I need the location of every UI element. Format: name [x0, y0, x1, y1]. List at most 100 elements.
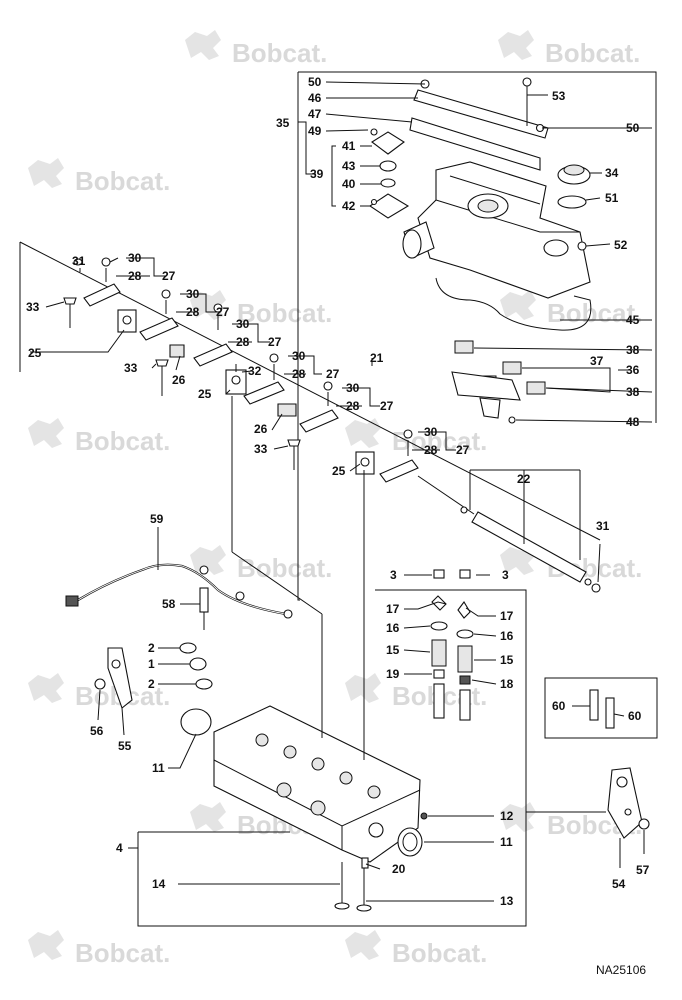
spring-retainer	[456, 629, 474, 639]
stem-seal	[459, 675, 471, 685]
watermark-text: Bobcat.	[232, 38, 327, 68]
callout-31: 31	[72, 254, 86, 268]
callout-28: 28	[236, 335, 250, 349]
snap-ring	[73, 258, 83, 266]
breather-valve	[379, 160, 397, 172]
callout-27: 27	[216, 305, 230, 319]
frame-valve-box	[137, 589, 527, 927]
rocker-shaft	[471, 511, 587, 583]
nut-icon	[403, 429, 413, 439]
bolt-icon	[522, 77, 532, 87]
callout-30: 30	[186, 287, 200, 301]
callout-58: 58	[162, 597, 176, 611]
callout-28: 28	[128, 269, 142, 283]
rocker-arm	[139, 317, 179, 341]
watermark-text: Bobcat.	[392, 938, 487, 968]
port-icon	[310, 800, 326, 816]
support-hole	[231, 375, 241, 385]
watermark-text: Bobcat.	[547, 298, 642, 328]
callout-48: 48	[626, 415, 640, 429]
callout-45: 45	[626, 313, 640, 327]
callout-14: 14	[152, 877, 166, 891]
watermark: Bobcat.	[500, 290, 642, 328]
callout-27: 27	[162, 269, 176, 283]
valve-cap	[433, 569, 445, 579]
callout-34: 34	[605, 166, 619, 180]
valve-guide	[433, 683, 445, 719]
bracket-hole	[616, 776, 628, 788]
callout-4: 4	[116, 841, 123, 855]
callout-27: 27	[380, 399, 394, 413]
shaft-plug	[460, 506, 468, 514]
callout-30: 30	[292, 349, 306, 363]
callout-41: 41	[342, 139, 356, 153]
port-icon	[276, 782, 292, 798]
watermark-text: Bobcat.	[237, 298, 332, 328]
rocker-arm	[83, 283, 121, 307]
callout-27: 27	[456, 443, 470, 457]
callout-50: 50	[308, 75, 322, 89]
callout-28: 28	[292, 367, 306, 381]
callout-42: 42	[342, 199, 356, 213]
port-icon	[339, 771, 353, 785]
frame-valve-guide-box	[544, 677, 658, 739]
callout-12: 12	[500, 809, 514, 823]
callout-13: 13	[500, 894, 514, 908]
cover-port	[543, 239, 569, 257]
callout-28: 28	[186, 305, 200, 319]
callout-26: 26	[254, 422, 268, 436]
stem-seal	[433, 669, 445, 679]
cover-gasket	[409, 117, 541, 171]
valve-head	[334, 902, 350, 910]
valve-guide	[459, 689, 471, 721]
rocker-arm	[379, 459, 419, 483]
baffle-plate	[451, 371, 521, 401]
callout-47: 47	[308, 107, 322, 121]
watermark: Bobcat.	[190, 545, 332, 583]
watermark: Bobcat.	[28, 930, 170, 968]
callout-22: 22	[517, 472, 531, 486]
callout-57: 57	[636, 863, 650, 877]
callout-51: 51	[605, 191, 619, 205]
harness-terminal	[283, 609, 293, 619]
callout-38: 38	[626, 343, 640, 357]
valve-spring	[457, 645, 473, 673]
oil-filler-hole	[477, 199, 499, 213]
callout-38: 38	[626, 385, 640, 399]
callout-35: 35	[276, 116, 290, 130]
callout-59: 59	[150, 512, 164, 526]
watermark-text: Bobcat.	[545, 38, 640, 68]
lifting-bracket	[607, 767, 643, 839]
callout-15: 15	[386, 643, 400, 657]
bolt-head	[287, 439, 301, 447]
callout-50: 50	[626, 121, 640, 135]
callout-33: 33	[124, 361, 138, 375]
port-icon	[367, 785, 381, 799]
expansion-plug	[397, 827, 423, 857]
callout-53: 53	[552, 89, 566, 103]
callout-30: 30	[128, 251, 142, 265]
callout-25: 25	[332, 464, 346, 478]
watermark: Bobcat.	[190, 290, 332, 328]
oil-cap-top	[563, 164, 585, 176]
support-hole	[360, 457, 370, 467]
rocker-assembly	[63, 257, 601, 593]
callout-52: 52	[614, 238, 628, 252]
leader-lines	[30, 81, 653, 902]
callout-20: 20	[392, 862, 406, 876]
port-icon	[255, 733, 269, 747]
stud-pin	[361, 857, 369, 869]
frame-cover-right	[298, 71, 657, 423]
bolt-head	[155, 359, 169, 367]
expansion-plug	[180, 708, 212, 736]
plug-screw	[420, 812, 428, 820]
watermark: Bobcat.	[28, 158, 170, 196]
breather-cover	[371, 131, 405, 155]
callout-54: 54	[612, 877, 626, 891]
callout-27: 27	[268, 335, 282, 349]
valve-cotter	[457, 601, 471, 619]
valve-head	[356, 904, 372, 912]
callout-46: 46	[308, 91, 322, 105]
callout-25: 25	[198, 387, 212, 401]
